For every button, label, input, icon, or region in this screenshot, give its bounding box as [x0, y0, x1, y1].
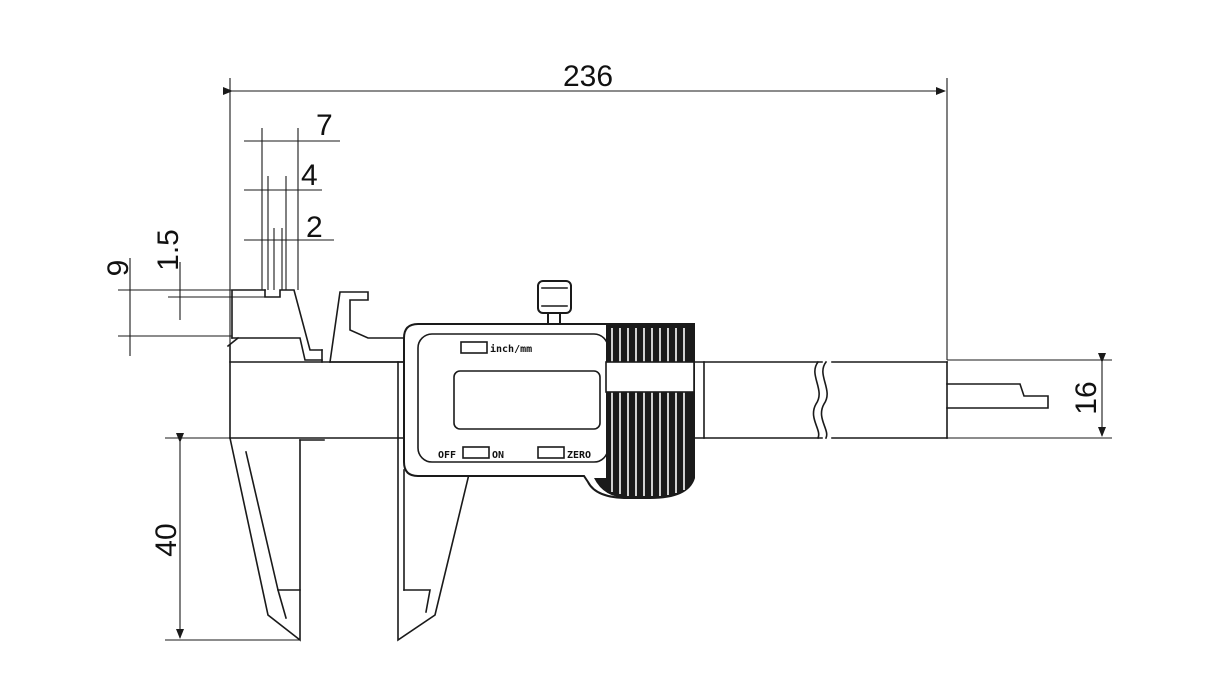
dim-label-2: 2	[306, 211, 323, 244]
dim-label-4: 4	[301, 159, 318, 192]
dim-label-40: 40	[150, 523, 183, 556]
grip-slot	[605, 361, 695, 393]
dim-offsets: 7 4 2	[244, 109, 340, 290]
dim-jaw-heights: 9 1.5	[102, 229, 265, 356]
upper-jaws	[231, 289, 405, 363]
dim-label-16: 16	[1070, 381, 1103, 414]
on-label: ON	[492, 450, 504, 461]
lcd-screen	[453, 370, 601, 430]
dim-label-1-5: 1.5	[152, 229, 185, 271]
dim-overall-length: 236	[223, 60, 948, 360]
zero-label: ZERO	[567, 450, 591, 461]
dim-jaw-depth: 40	[150, 433, 300, 641]
zero-button[interactable]	[537, 446, 565, 459]
thumb-wheel	[537, 280, 572, 314]
main-beam	[226, 336, 1049, 440]
grip-ribs	[611, 328, 685, 496]
power-button[interactable]	[462, 446, 490, 459]
dim-label-9: 9	[102, 260, 135, 277]
off-label: OFF	[438, 450, 456, 461]
display-housing: inch/mm OFF ON ZERO	[403, 280, 695, 499]
inch-mm-label: inch/mm	[490, 343, 532, 355]
dim-beam-width: 16	[947, 353, 1112, 439]
dim-label-7: 7	[316, 109, 333, 142]
lower-jaws	[229, 437, 471, 642]
inch-mm-button[interactable]	[460, 341, 488, 354]
dim-label-236: 236	[563, 60, 613, 93]
